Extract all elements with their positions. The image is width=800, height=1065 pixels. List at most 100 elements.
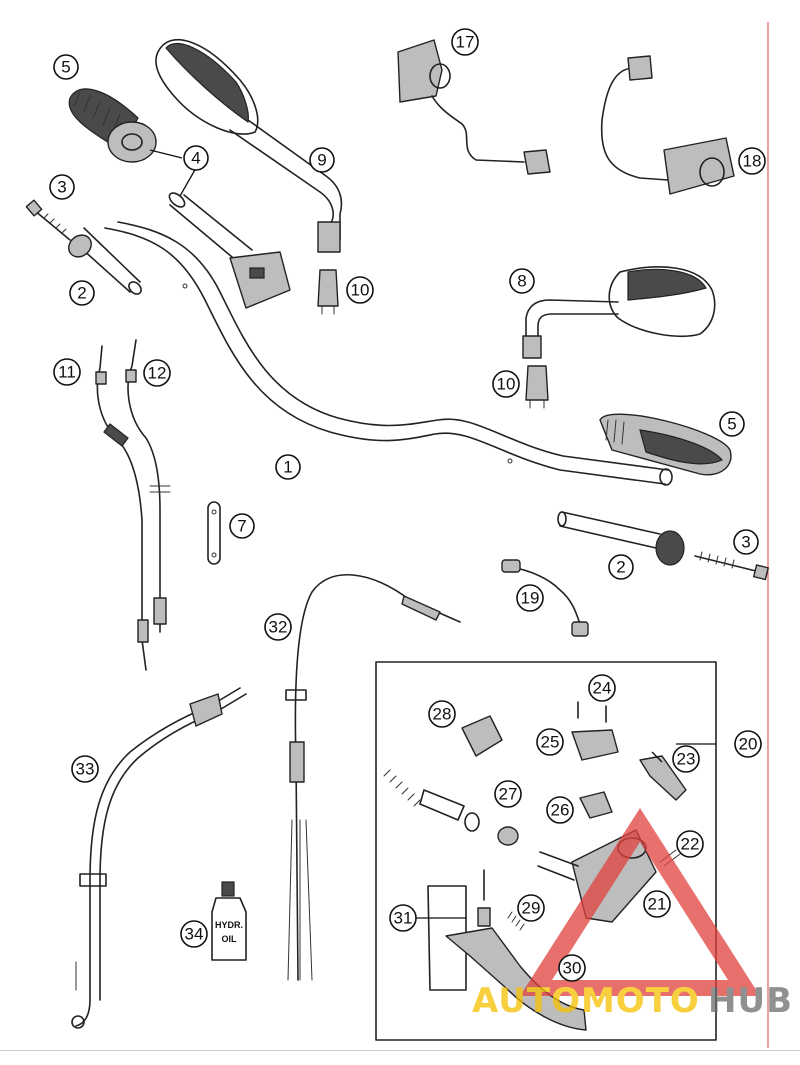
throttle-cable-part-12 — [125, 339, 171, 633]
callout-1: 1 — [275, 454, 301, 480]
svg-text:1: 1 — [283, 458, 292, 477]
watermark-brand-part1: AUTOMOTO — [472, 981, 700, 1021]
switch-left-part-17 — [397, 39, 551, 175]
svg-text:17: 17 — [456, 33, 475, 52]
svg-text:32: 32 — [269, 618, 288, 637]
callout-28: 28 — [428, 700, 456, 728]
svg-text:5: 5 — [727, 415, 736, 434]
mirror-left-part-9 — [155, 38, 343, 253]
svg-text:18: 18 — [743, 152, 762, 171]
svg-text:28: 28 — [433, 705, 452, 724]
svg-text:30: 30 — [563, 959, 582, 978]
callout-10-left: 10 — [346, 276, 374, 304]
pin-bushing-part-31 — [427, 869, 491, 991]
watermark-triangle — [520, 808, 760, 996]
callout-3-right: 3 — [733, 529, 759, 555]
callout-4: 4 — [183, 145, 209, 171]
callout-5-left: 5 — [53, 54, 79, 80]
callout-21: 21 — [643, 890, 671, 918]
reservoir-cap-part-28 — [461, 715, 503, 757]
svg-text:34: 34 — [185, 925, 204, 944]
svg-text:20: 20 — [739, 735, 758, 754]
svg-text:8: 8 — [517, 272, 526, 291]
callout-34: 34 — [180, 920, 208, 948]
screws-part-24 — [577, 701, 607, 723]
leader-lines — [149, 149, 716, 919]
watermark-brand-part2: HUB — [708, 981, 793, 1021]
strap-part-7 — [207, 501, 221, 565]
watermark: AUTOMOTO HUB — [472, 808, 793, 1021]
clutch-cable-part-32 — [285, 574, 461, 981]
cover-part-25 — [571, 729, 619, 761]
svg-text:22: 22 — [681, 835, 700, 854]
lever-small-part-23 — [639, 755, 687, 801]
callout-29: 29 — [517, 894, 545, 922]
svg-text:19: 19 — [521, 589, 540, 608]
callout-12: 12 — [143, 359, 171, 387]
callout-3-left: 3 — [49, 174, 75, 200]
svg-text:9: 9 — [317, 151, 326, 170]
svg-text:24: 24 — [593, 679, 612, 698]
switch-right-part-18 — [600, 55, 735, 195]
hydraulic-oil-bottle-part-34: HYDR. OIL — [211, 881, 247, 961]
grip-left-part-5 — [68, 88, 157, 163]
svg-text:2: 2 — [77, 284, 86, 303]
callout-33: 33 — [71, 755, 99, 783]
svg-text:10: 10 — [351, 281, 370, 300]
callout-26: 26 — [546, 796, 574, 824]
throttle-cable-part-11 — [95, 345, 149, 671]
callout-31: 31 — [389, 904, 417, 932]
svg-text:3: 3 — [57, 178, 66, 197]
callout-2-left: 2 — [69, 280, 95, 306]
bottom-rule — [0, 1050, 800, 1051]
oil-label-line2: OIL — [222, 934, 238, 944]
svg-text:2: 2 — [616, 558, 625, 577]
bolt-right-part-3 — [694, 551, 769, 581]
callout-30: 30 — [558, 954, 586, 982]
svg-text:25: 25 — [541, 733, 560, 752]
callout-23: 23 — [672, 745, 700, 773]
svg-text:11: 11 — [58, 363, 76, 382]
spring-part-29 — [507, 911, 525, 931]
seal-part-26 — [579, 791, 613, 819]
svg-text:23: 23 — [677, 750, 696, 769]
svg-text:10: 10 — [497, 375, 516, 394]
svg-text:5: 5 — [61, 58, 70, 77]
callout-10-right: 10 — [492, 370, 520, 398]
oil-label-line1: HYDR. — [215, 920, 243, 930]
piston-spring-part-27 — [383, 769, 519, 846]
callout-17: 17 — [451, 28, 479, 56]
svg-text:4: 4 — [191, 149, 200, 168]
brake-hose-part-33 — [71, 687, 247, 1029]
svg-text:3: 3 — [741, 533, 750, 552]
bolt-left-part-3 — [25, 199, 71, 241]
svg-text:7: 7 — [237, 517, 246, 536]
bar-end-tube-left-part-2 — [68, 227, 142, 295]
callout-19: 19 — [516, 584, 544, 612]
callout-9: 9 — [309, 147, 335, 173]
callout-27: 27 — [494, 780, 522, 808]
callout-5-right: 5 — [719, 411, 745, 437]
callout-2-right: 2 — [608, 554, 634, 580]
callout-32: 32 — [264, 613, 292, 641]
callout-18: 18 — [738, 147, 766, 175]
throttle-tube-part-4 — [168, 192, 291, 309]
svg-text:12: 12 — [148, 364, 167, 383]
svg-text:29: 29 — [522, 899, 541, 918]
svg-text:27: 27 — [499, 785, 518, 804]
callout-25: 25 — [536, 728, 564, 756]
callout-20: 20 — [734, 730, 762, 758]
mirror-adapter-right-part-10 — [525, 365, 549, 409]
grip-right-part-5 — [599, 413, 732, 476]
sensor-cable-part-19 — [501, 559, 589, 637]
bar-end-tube-right-part-2 — [557, 511, 685, 566]
svg-text:31: 31 — [394, 909, 413, 928]
callout-7: 7 — [229, 513, 255, 539]
svg-text:26: 26 — [551, 801, 570, 820]
mirror-right-part-8 — [522, 266, 716, 359]
svg-text:33: 33 — [76, 760, 95, 779]
mirror-adapter-left-part-10 — [317, 269, 339, 315]
svg-text:21: 21 — [648, 895, 667, 914]
brake-lever-part-30 — [445, 927, 587, 1031]
